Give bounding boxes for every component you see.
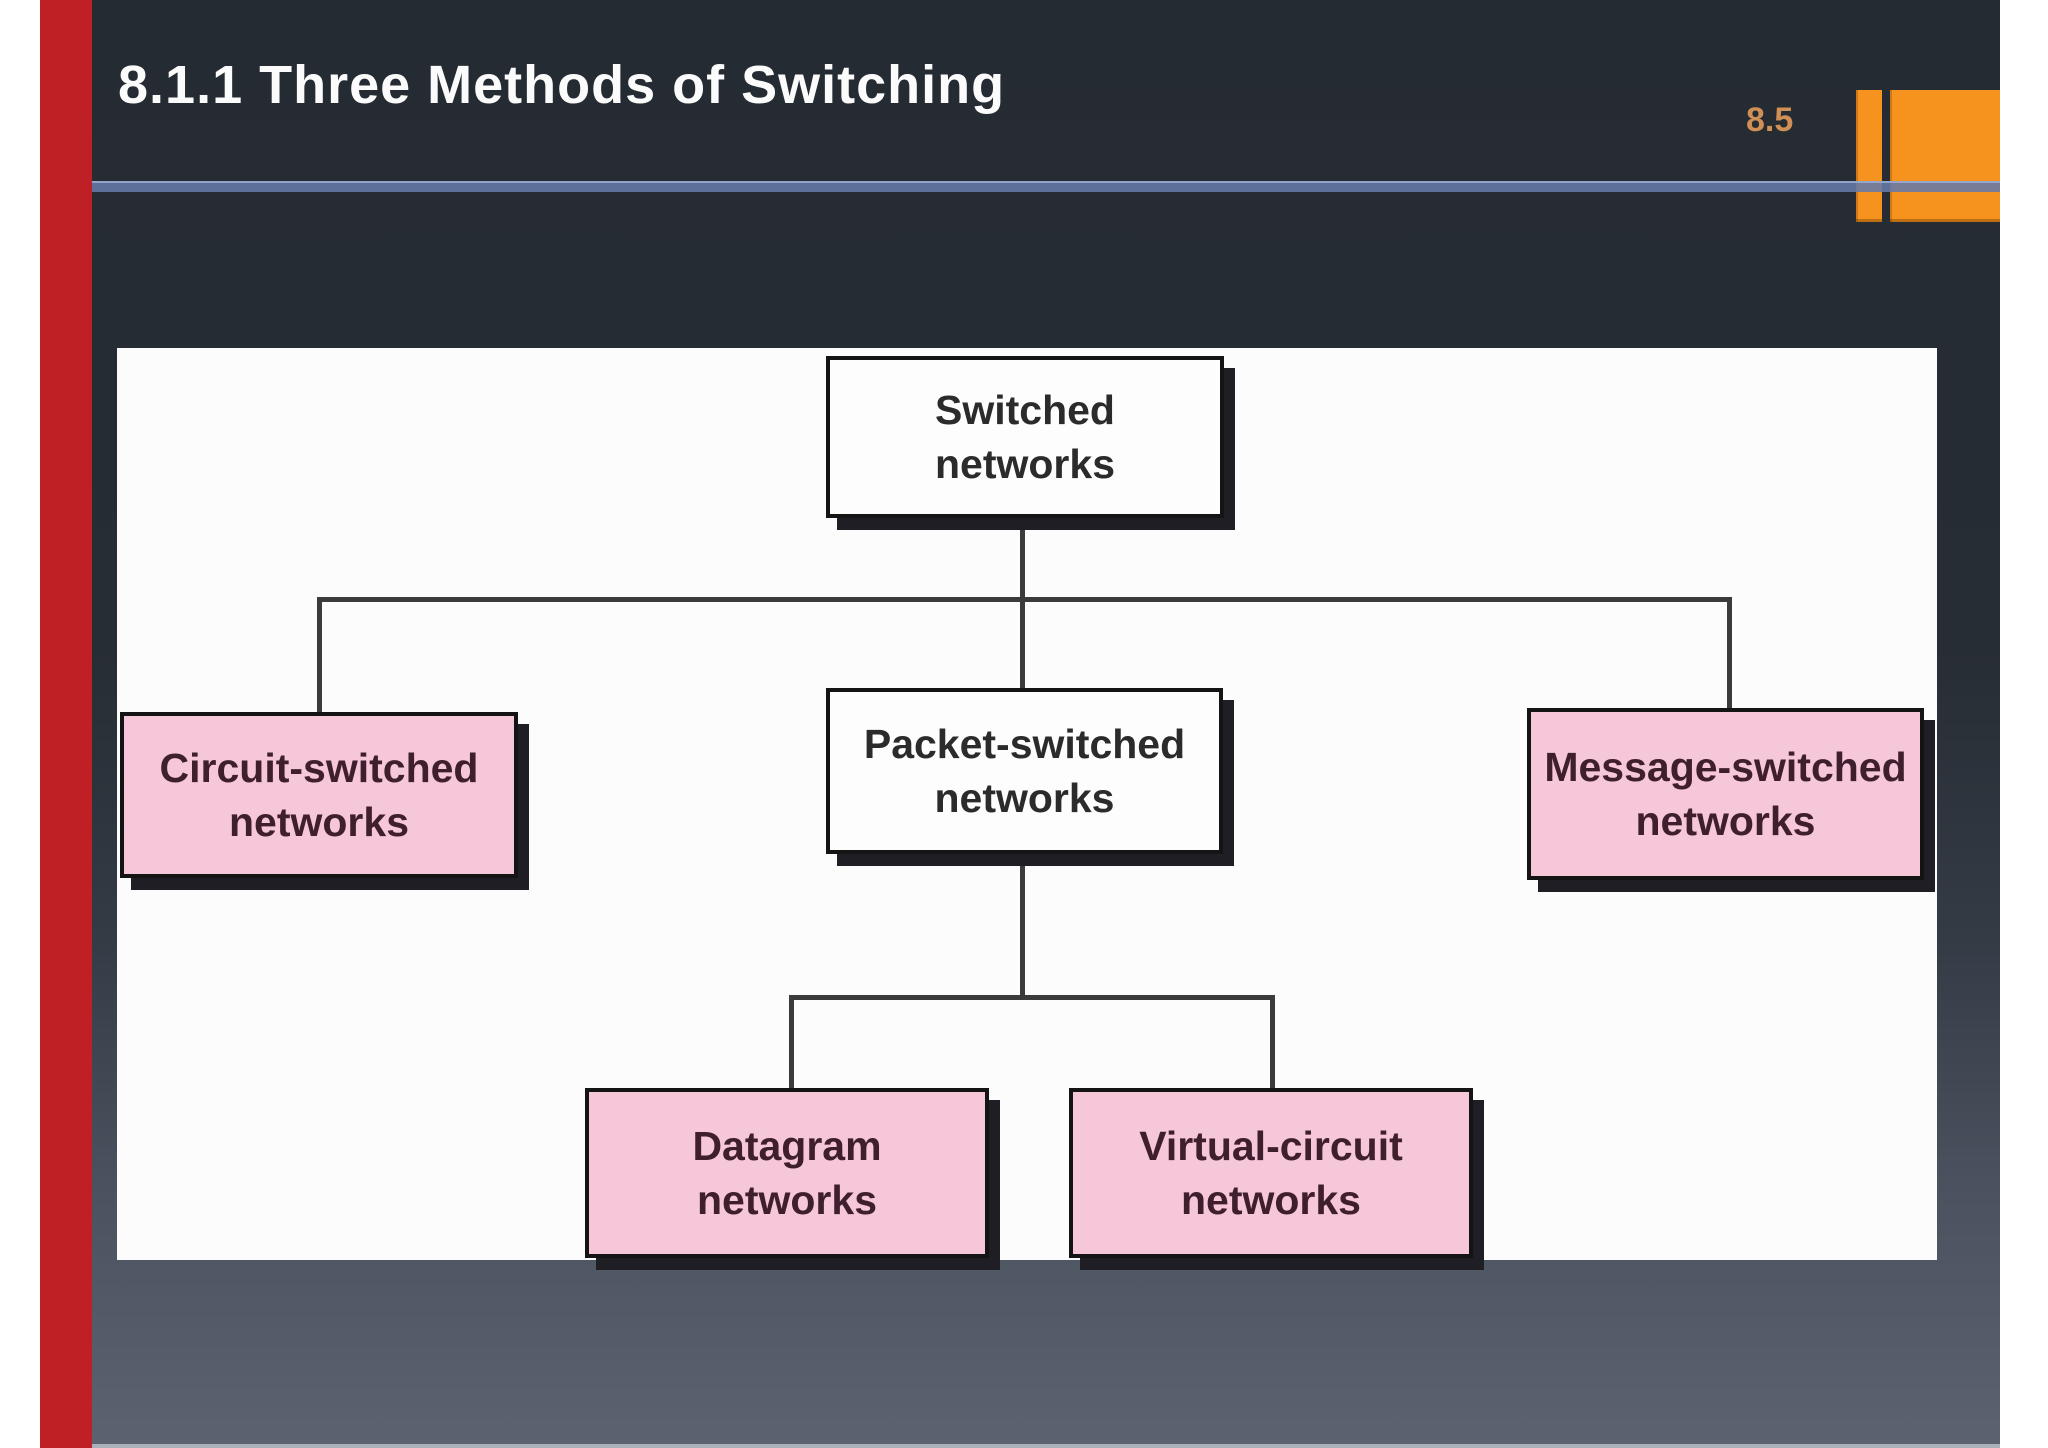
connector-switched-down bbox=[1020, 518, 1025, 602]
orange-accent-bar-wide bbox=[1890, 90, 2000, 222]
connector-to-datagram bbox=[789, 995, 794, 1090]
slide-page-number: 8.5 bbox=[1746, 101, 1794, 139]
connector-level2-horizontal bbox=[789, 995, 1275, 1000]
node-datagram-networks: Datagram networks bbox=[585, 1088, 989, 1258]
connector-to-message bbox=[1727, 597, 1732, 712]
connector-to-circuit bbox=[317, 597, 322, 715]
title-underline bbox=[92, 181, 2000, 192]
orange-accent-bar-narrow bbox=[1856, 90, 1882, 222]
node-circuit-switched-networks: Circuit-switched networks bbox=[120, 712, 518, 878]
node-virtual-circuit-networks: Virtual-circuit networks bbox=[1069, 1088, 1473, 1258]
left-red-accent-strip bbox=[40, 0, 92, 1448]
node-switched-networks: Switched networks bbox=[826, 356, 1224, 518]
connector-to-virtual bbox=[1270, 995, 1275, 1090]
connector-to-packet bbox=[1020, 597, 1025, 692]
connector-packet-down bbox=[1020, 852, 1025, 998]
slide-title: 8.1.1 Three Methods of Switching bbox=[118, 55, 1006, 115]
node-packet-switched-networks: Packet-switched networks bbox=[826, 688, 1223, 854]
node-message-switched-networks: Message-switched networks bbox=[1527, 708, 1924, 880]
